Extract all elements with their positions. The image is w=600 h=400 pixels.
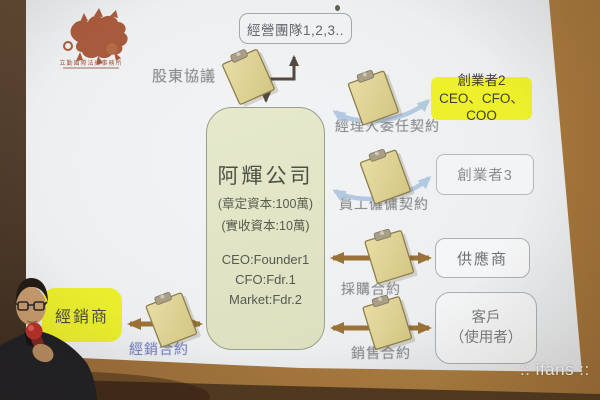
distribution-contract-clipboard-icon bbox=[143, 286, 202, 352]
speaker-glasses bbox=[14, 301, 48, 311]
company-authorized-capital: (章定資本:100萬) bbox=[217, 197, 314, 211]
wall-left-strip bbox=[0, 0, 26, 400]
sales-contract-clipboard-icon bbox=[360, 290, 417, 355]
speaker-hand bbox=[32, 343, 54, 363]
speaker-silhouette bbox=[0, 278, 210, 400]
company-box: 阿輝公司 (章定資本:100萬) (實收資本:10萬) CEO:Founder1… bbox=[206, 107, 325, 350]
company-name: 阿輝公司 bbox=[217, 165, 314, 188]
purchase-contract-clipboard-icon bbox=[362, 224, 419, 289]
distributor-label: 經銷商 bbox=[54, 309, 109, 326]
founder2-roles: CEO、CFO、COO bbox=[439, 90, 524, 124]
distributor-box: 經銷商 bbox=[42, 288, 122, 342]
founder3-label: 創業者3 bbox=[457, 168, 513, 184]
customer-sublabel: （使用者） bbox=[449, 330, 523, 346]
shareholder-contract-clipboard-icon bbox=[219, 42, 280, 110]
company-cfo: CFO:Fdr.1 bbox=[235, 272, 296, 288]
company-market: Market:Fdr.2 bbox=[229, 292, 302, 308]
management-team-label: 經營團隊1,2,3.. bbox=[246, 22, 345, 38]
supplier-label: 供應商 bbox=[456, 250, 508, 268]
microphone-icon bbox=[25, 322, 43, 340]
management-team-box: 經營團隊1,2,3.. bbox=[239, 13, 352, 44]
founder3-box: 創業者3 bbox=[436, 154, 534, 195]
customer-box: 客戶 （使用者） bbox=[435, 292, 537, 364]
shareholder-agreement-label: 股東協議 bbox=[152, 68, 217, 85]
supplier-box: 供應商 bbox=[435, 238, 530, 278]
customer-label: 客戶 bbox=[471, 309, 501, 326]
law-firm-logo-icon bbox=[63, 8, 128, 65]
company-paidin-capital: (實收資本:10萬) bbox=[221, 219, 310, 233]
founder2-title: 創業者2 bbox=[457, 73, 506, 89]
ifans-watermark: :: ifans :: bbox=[520, 360, 590, 379]
photo-speck bbox=[335, 5, 340, 11]
logo-subcaption-line bbox=[63, 67, 119, 69]
speaker-hair bbox=[15, 278, 49, 303]
speaker-face bbox=[16, 287, 46, 325]
founder2-box: 創業者2 CEO、CFO、COO bbox=[431, 73, 532, 123]
sales-contract-label: 銷售合約 bbox=[351, 345, 411, 361]
logo-caption: 立勤國際法律事務所 bbox=[59, 61, 123, 67]
company-ceo: CEO:Founder1 bbox=[221, 252, 310, 267]
speaker-suit bbox=[0, 330, 97, 400]
